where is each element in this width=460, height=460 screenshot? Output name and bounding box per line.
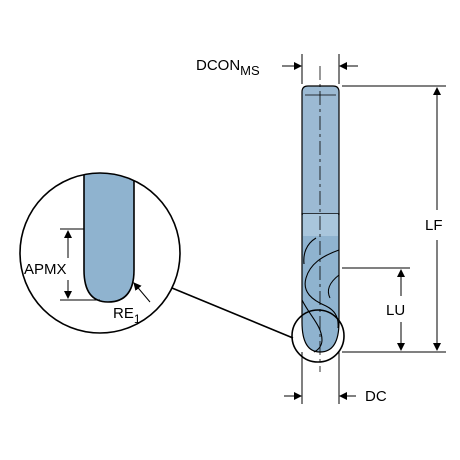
apmx-label: APMX — [24, 261, 67, 278]
lu-label: LU — [386, 302, 405, 319]
dconms-label: DCONMS — [196, 57, 260, 78]
re-label: RE1 — [113, 305, 141, 326]
detail-marker-circle — [291, 309, 345, 363]
tool-neck-highlight — [303, 214, 338, 236]
lf-dimension: LF — [342, 85, 446, 353]
zoom-detail-view: APMX RE1 — [19, 172, 181, 334]
dc-dimension: DC — [284, 352, 387, 405]
tool-shank — [301, 85, 340, 215]
flute-line-3 — [301, 299, 323, 353]
lf-label: LF — [425, 217, 443, 234]
lu-dimension: LU — [342, 267, 410, 351]
dc-label: DC — [365, 388, 387, 405]
zoom-leader-line — [171, 287, 294, 339]
flute-line-2 — [303, 237, 317, 265]
dconms-dimension: DCONMS — [196, 54, 358, 84]
zoom-tool-tip — [83, 173, 135, 303]
flute-line-4 — [327, 274, 340, 299]
flute-line-1 — [304, 249, 340, 329]
zoom-circle-outline — [19, 172, 181, 334]
tool-body — [301, 66, 340, 372]
